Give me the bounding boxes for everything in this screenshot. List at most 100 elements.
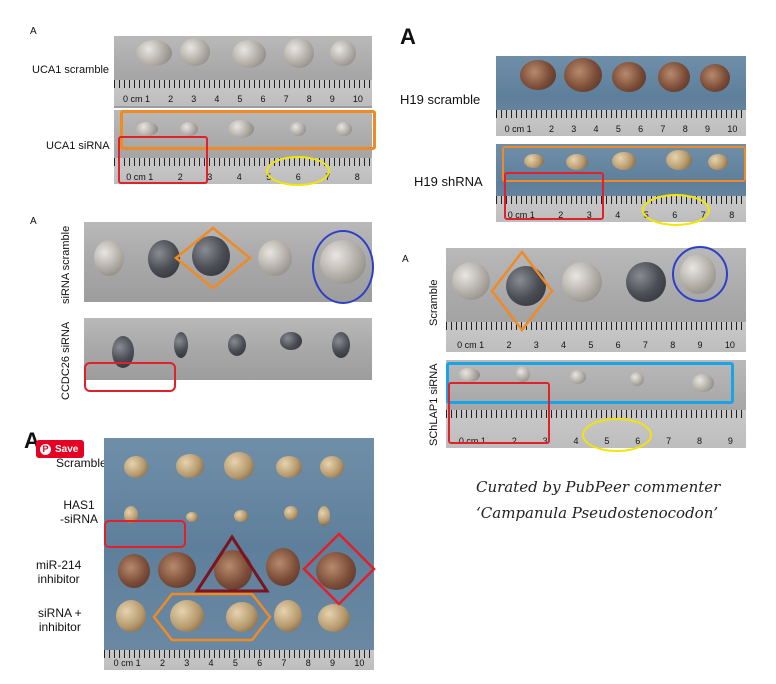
tick: 4 <box>236 172 242 182</box>
orange-highlight-box <box>502 146 746 182</box>
h19-scramble-label: H19 scramble <box>400 92 481 107</box>
tumor <box>458 368 480 382</box>
tick: 2 <box>506 340 512 350</box>
schlap1-scramble-label: Scramble <box>428 279 440 326</box>
uca1-scramble-label: UCA1 scramble <box>32 64 110 76</box>
credit-line-1: Curated by PubPeer commenter <box>476 478 721 496</box>
red-diamond-highlight <box>302 532 376 606</box>
tumor <box>280 332 302 350</box>
tick: 8 <box>354 172 360 182</box>
blue-highlight-ellipse <box>312 230 374 304</box>
tick: 2 <box>548 124 554 134</box>
tumor <box>112 336 134 368</box>
save-button-label: Save <box>55 443 79 455</box>
tick: 5 <box>588 340 594 350</box>
tick: 7 <box>283 94 289 104</box>
tumor <box>318 506 330 526</box>
tumor <box>124 456 148 478</box>
tick: 6 <box>257 658 263 668</box>
tumor <box>192 236 230 276</box>
tick: 3 <box>571 124 577 134</box>
tumor <box>630 372 644 386</box>
tick: 2 <box>177 172 183 182</box>
tumor <box>234 510 248 522</box>
tumor <box>700 64 730 92</box>
tumor <box>336 122 352 136</box>
tick: 7 <box>666 436 672 446</box>
has1-panel-letter: A <box>24 428 40 453</box>
tick: 6 <box>615 340 621 350</box>
tick: 10 <box>352 94 363 104</box>
tumor <box>276 456 302 478</box>
yellow-highlight-ellipse <box>266 156 330 186</box>
tumor <box>284 38 314 68</box>
tick: 3 <box>191 94 197 104</box>
tumor <box>524 154 544 168</box>
tumor <box>566 154 588 170</box>
tumor <box>612 152 636 170</box>
tick: 10 <box>727 124 738 134</box>
tumor <box>170 600 204 632</box>
tumor <box>626 262 666 302</box>
tick: 2 <box>511 436 517 446</box>
tumor <box>136 40 172 66</box>
red-highlight-box <box>448 382 550 444</box>
orange-diamond-highlight <box>490 250 554 332</box>
tumor <box>316 552 356 590</box>
tumor <box>148 240 180 278</box>
ruler-label: 0 cm 1 <box>507 210 535 220</box>
tumor <box>708 154 728 170</box>
tumor <box>180 122 198 136</box>
ccdc26-panel-letter: A <box>30 216 37 227</box>
tumor <box>124 506 138 524</box>
tick: 9 <box>705 124 711 134</box>
tick: 3 <box>586 210 592 220</box>
tick: 3 <box>184 658 190 668</box>
save-button[interactable]: P Save <box>36 440 85 458</box>
has1-row-inhibitor-label: miR-214 inhibitor <box>36 558 82 586</box>
tumor <box>564 58 602 92</box>
h19-panel-letter: A <box>400 24 416 49</box>
tumor <box>258 240 292 276</box>
h19-shrna-label: H19 shRNA <box>414 174 483 189</box>
tick: 4 <box>214 94 220 104</box>
tick: 8 <box>682 124 688 134</box>
tumor <box>226 602 258 632</box>
tumor <box>116 600 146 632</box>
tick: 5 <box>237 94 243 104</box>
tumor <box>330 40 356 66</box>
blue-highlight-ellipse <box>672 246 728 302</box>
tick: 9 <box>330 658 336 668</box>
ruler-label: 0 cm 1 <box>458 436 486 446</box>
darkred-triangle-highlight <box>194 534 270 593</box>
tick: 8 <box>305 658 311 668</box>
tick: 4 <box>593 124 599 134</box>
schlap1-sirna-label: SChLAP1 siRNA <box>428 363 440 446</box>
ruler-label: 0 cm 1 <box>457 340 485 350</box>
pinterest-icon: P <box>40 443 51 455</box>
tumor <box>186 512 198 522</box>
has1-row-sirna-label: HAS1 -siRNA <box>60 498 98 526</box>
tick: 8 <box>306 94 312 104</box>
tick: 7 <box>660 124 666 134</box>
tumor <box>520 60 556 90</box>
tumor <box>666 150 692 170</box>
tick: 4 <box>561 340 567 350</box>
tick: 7 <box>281 658 287 668</box>
tumor <box>94 240 124 276</box>
tick: 10 <box>354 658 365 668</box>
tumor <box>118 554 150 588</box>
tumor <box>174 332 188 358</box>
ccdc26-scramble-label: siRNA scramble <box>60 225 72 304</box>
tick: 8 <box>697 436 703 446</box>
tick: 9 <box>329 94 335 104</box>
tumor <box>224 452 254 480</box>
ruler-label: 0 cm 1 <box>504 124 532 134</box>
tick: 2 <box>168 94 174 104</box>
tick: 3 <box>533 340 539 350</box>
orange-diamond-highlight <box>174 226 252 290</box>
tumor <box>266 548 300 586</box>
tumor <box>228 334 246 356</box>
tumor <box>290 122 306 136</box>
